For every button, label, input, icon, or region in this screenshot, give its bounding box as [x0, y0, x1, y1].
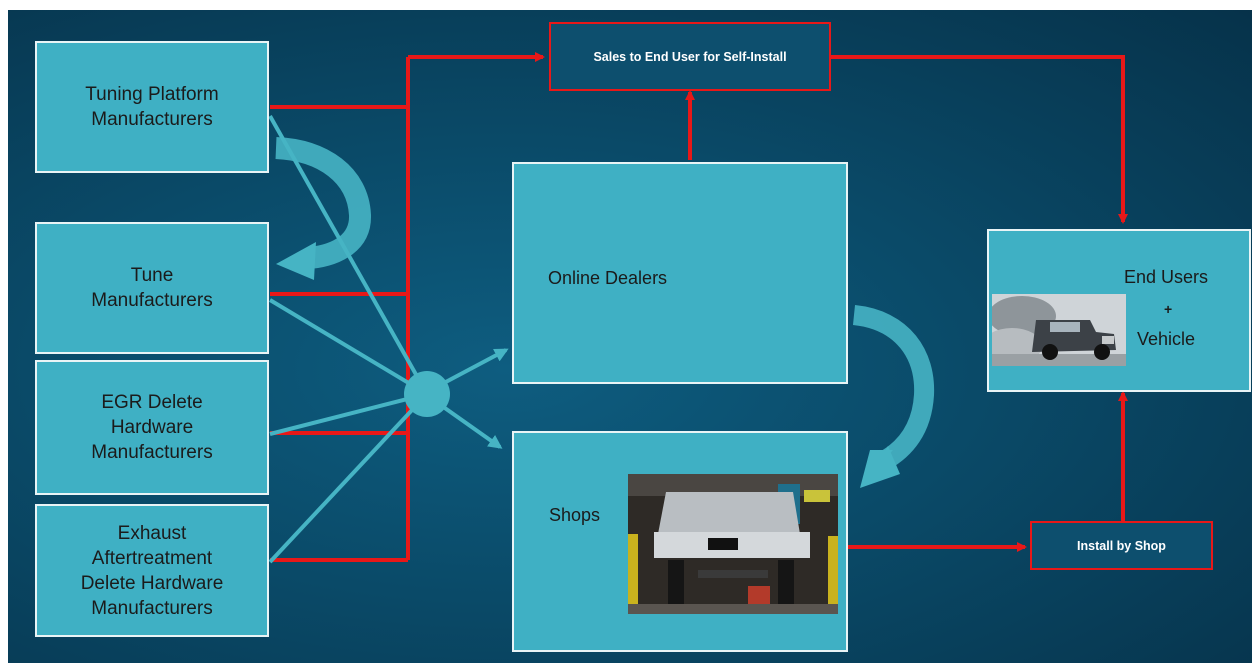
exhaust-aftertreatment-delete-hardware-manufacturers-label: Exhaust Aftertreatment Delete Hardware M…: [80, 522, 224, 619]
curved-arrow-dealers-to-shops: [852, 305, 935, 488]
exhaust-aftertreatment-delete-hardware-manufacturers-box: Exhaust Aftertreatment Delete Hardware M…: [35, 504, 269, 637]
egr-delete-hardware-manufacturers-label: EGR Delete Hardware Manufacturers: [91, 392, 213, 463]
curved-arrow-platform-to-tune: [275, 137, 371, 280]
vehicle-label: Vehicle: [1137, 329, 1196, 349]
flow-self-install-to-end-users: [831, 55, 1128, 224]
pickup-truck-burnout-photo: [992, 294, 1126, 366]
flow-connectors: [268, 52, 1128, 564]
hub-to-shops: [440, 404, 503, 449]
pickup-truck-on-lift-photo: [628, 474, 838, 614]
plus-sign: +: [1164, 301, 1173, 317]
tune-manufacturers-label: Tune Manufacturers: [91, 265, 213, 311]
end-users-box: End Users + Vehicle: [987, 229, 1251, 392]
install-by-shop-label: Install by Shop: [1077, 538, 1166, 553]
tuning-platform-manufacturers-label: Tuning Platform Manufacturers: [85, 84, 219, 130]
teal-connector-lines: [268, 115, 509, 564]
red-flow-lines: [270, 52, 1128, 562]
install-by-shop-box: Install by Shop: [1030, 521, 1213, 570]
self-install-sales-box: Sales to End User for Self-Install: [549, 22, 831, 91]
egr-delete-hardware-manufacturers-box: EGR Delete Hardware Manufacturers: [35, 360, 269, 495]
tune-manufacturers-box: Tune Manufacturers: [35, 222, 269, 354]
end-users-label: End Users: [1124, 267, 1209, 287]
shops-label: Shops: [549, 505, 601, 525]
online-dealers-box: Online Dealers: [512, 162, 848, 384]
distribution-hub: [404, 371, 450, 417]
online-dealers-label: Online Dealers: [548, 268, 668, 288]
self-install-sales-label: Sales to End User for Self-Install: [593, 49, 787, 64]
supply-chain-diagram: Tuning Platform Manufacturers Tune Manuf…: [8, 10, 1252, 663]
tuning-platform-manufacturers-box: Tuning Platform Manufacturers: [35, 41, 269, 173]
shops-box: Shops: [512, 431, 848, 652]
hub-to-online-dealers: [441, 348, 509, 386]
